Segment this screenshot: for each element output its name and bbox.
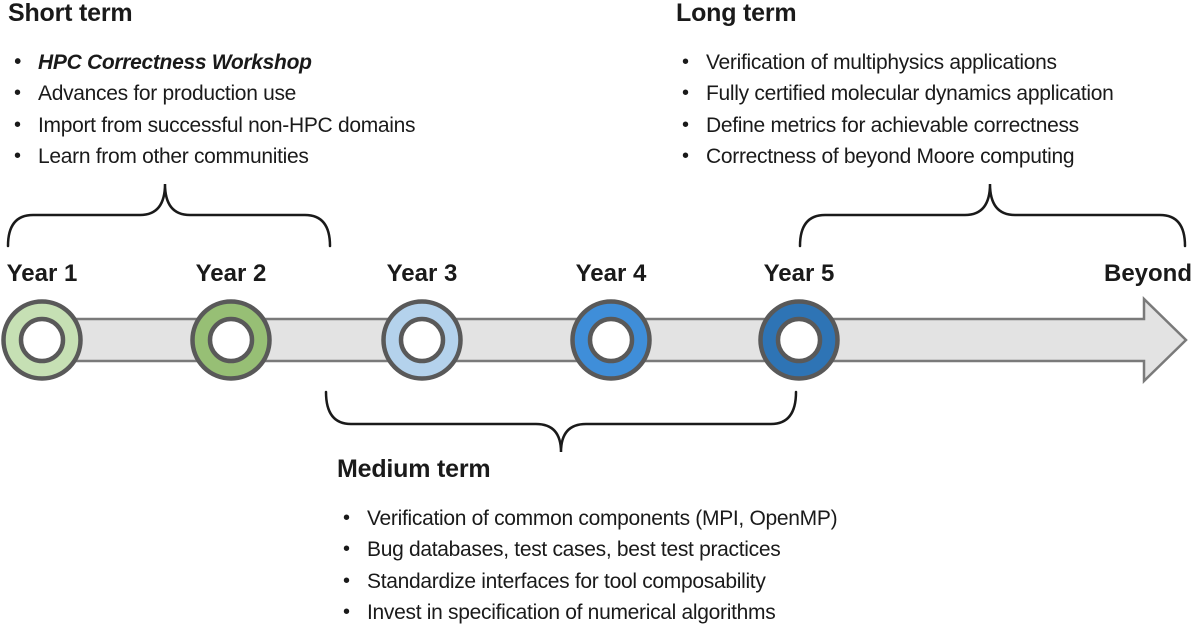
short-term-brace <box>6 183 332 248</box>
bullet-text: Advances for production use <box>38 82 297 106</box>
milestone-ring-hole <box>18 316 66 364</box>
long-term-list: Verification of multiphysics application… <box>676 47 1114 172</box>
short-term-section: Short term HPC Correctness Workshop Adva… <box>8 0 416 173</box>
milestone-ring-hole <box>207 316 255 364</box>
milestone-year-1 <box>1 299 83 381</box>
bullet-text: Learn from other communities <box>38 144 309 168</box>
list-item: HPC Correctness Workshop <box>8 47 415 79</box>
bullet-text: Correctness of beyond Moore computing <box>706 144 1075 168</box>
bullet-text: Bug databases, test cases, best test pra… <box>367 538 781 562</box>
list-item: Verification of common components (MPI, … <box>337 503 838 535</box>
list-item: Correctness of beyond Moore computing <box>676 141 1114 173</box>
long-term-brace <box>798 183 1187 248</box>
milestone-ring-hole <box>775 316 823 364</box>
list-item: Fully certified molecular dynamics appli… <box>676 78 1114 110</box>
year-3-label: Year 3 <box>386 260 458 287</box>
list-item: Invest in specification of numerical alg… <box>337 597 837 627</box>
bullet-text: Verification of multiphysics application… <box>706 51 1057 74</box>
list-item: Standardize interfaces for tool composab… <box>337 566 837 598</box>
list-item: Verification of multiphysics application… <box>676 47 1114 79</box>
milestone-year-3 <box>381 299 463 381</box>
medium-term-brace <box>324 390 798 453</box>
list-item: Advances for production use <box>8 78 415 110</box>
list-item: Bug databases, test cases, best test pra… <box>337 534 837 566</box>
medium-term-section: Medium term Verification of common compo… <box>337 454 838 627</box>
long-term-section: Long term Verification of multiphysics a… <box>676 0 1114 172</box>
milestone-ring-hole <box>398 316 446 364</box>
list-item: Learn from other communities <box>8 141 415 173</box>
list-item: Define metrics for achievable correctnes… <box>676 110 1114 142</box>
bullet-text: Fully certified molecular dynamics appli… <box>706 82 1114 106</box>
bullet-text: Standardize interfaces for tool composab… <box>367 569 766 593</box>
year-1-label: Year 1 <box>6 260 78 287</box>
year-5-label: Year 5 <box>763 260 835 287</box>
bullet-text: Invest in specification of numerical alg… <box>367 600 776 624</box>
bullet-text: Import from successful non-HPC domains <box>38 113 416 137</box>
milestone-ring-hole <box>587 316 635 364</box>
milestone-year-5 <box>758 299 840 381</box>
short-term-list: HPC Correctness Workshop Advances for pr… <box>8 47 416 173</box>
beyond-label: Beyond <box>1103 260 1192 287</box>
medium-term-title: Medium term <box>337 455 491 483</box>
long-term-title: Long term <box>676 0 797 27</box>
year-2-label: Year 2 <box>195 260 267 287</box>
medium-term-list: Verification of common components (MPI, … <box>337 503 838 627</box>
milestone-year-2 <box>190 299 272 381</box>
short-term-title: Short term <box>8 0 133 27</box>
bullet-text: Verification of common components (MPI, … <box>367 507 838 530</box>
list-item: Import from successful non-HPC domains <box>8 110 416 142</box>
bullet-text: HPC Correctness Workshop <box>38 51 312 74</box>
milestone-year-4 <box>570 299 652 381</box>
year-4-label: Year 4 <box>575 260 647 287</box>
bullet-text: Define metrics for achievable correctnes… <box>706 113 1079 137</box>
